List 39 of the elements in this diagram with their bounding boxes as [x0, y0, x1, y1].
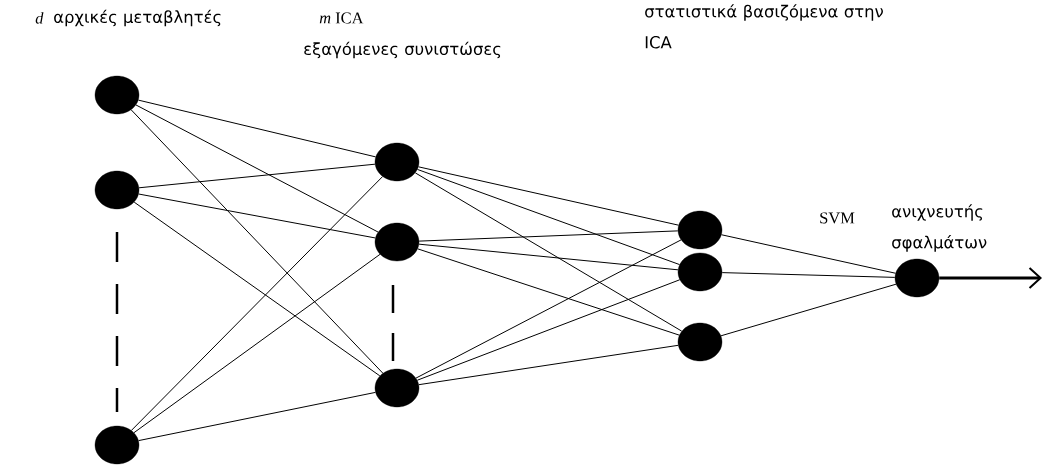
connection-line: [721, 272, 896, 278]
neuron-circle: [374, 368, 420, 408]
text-label: SVM: [820, 212, 855, 224]
connection-line: [414, 172, 683, 332]
connection-line: [418, 344, 679, 386]
text-label: στατιστικά βασιζόμενα στην ICA: [645, 4, 883, 49]
neuron-circle: [94, 170, 140, 210]
connection-line: [721, 234, 896, 274]
connection-line: [417, 248, 680, 336]
neuron-circle: [677, 210, 723, 250]
text-label: d: [35, 12, 44, 24]
connection-line: [138, 391, 376, 442]
connection-line: [418, 230, 679, 242]
connection-line: [416, 168, 681, 266]
connection-line: [720, 283, 897, 337]
neuron-circle: [374, 222, 420, 262]
text-label: αρχικές μεταβλητές: [54, 9, 221, 27]
connection-line: [130, 176, 384, 431]
connection-line: [133, 201, 381, 377]
neuron-circle: [94, 425, 140, 465]
text-label: ανιχνευτής σφαλμάτων: [892, 204, 987, 252]
connection-line: [137, 99, 377, 158]
neuron-circle: [94, 75, 140, 115]
connection-line: [416, 279, 681, 381]
output-arrow: [939, 267, 1042, 289]
text-label: εξαγόμενες συνιστώσες: [304, 41, 501, 59]
connection-line: [418, 166, 679, 226]
neuron-circle: [374, 142, 420, 182]
neuron-circle: [677, 322, 723, 362]
neuron-circle: [894, 258, 940, 298]
connection-line: [130, 109, 384, 374]
connection-line: [133, 253, 381, 434]
neuron-circle: [677, 252, 723, 292]
connection-line: [138, 193, 376, 239]
connection-line: [135, 104, 379, 233]
connection-line: [415, 239, 682, 379]
text-label: m ICA: [319, 12, 364, 24]
connection-line: [418, 243, 679, 271]
connection-line: [138, 163, 376, 189]
